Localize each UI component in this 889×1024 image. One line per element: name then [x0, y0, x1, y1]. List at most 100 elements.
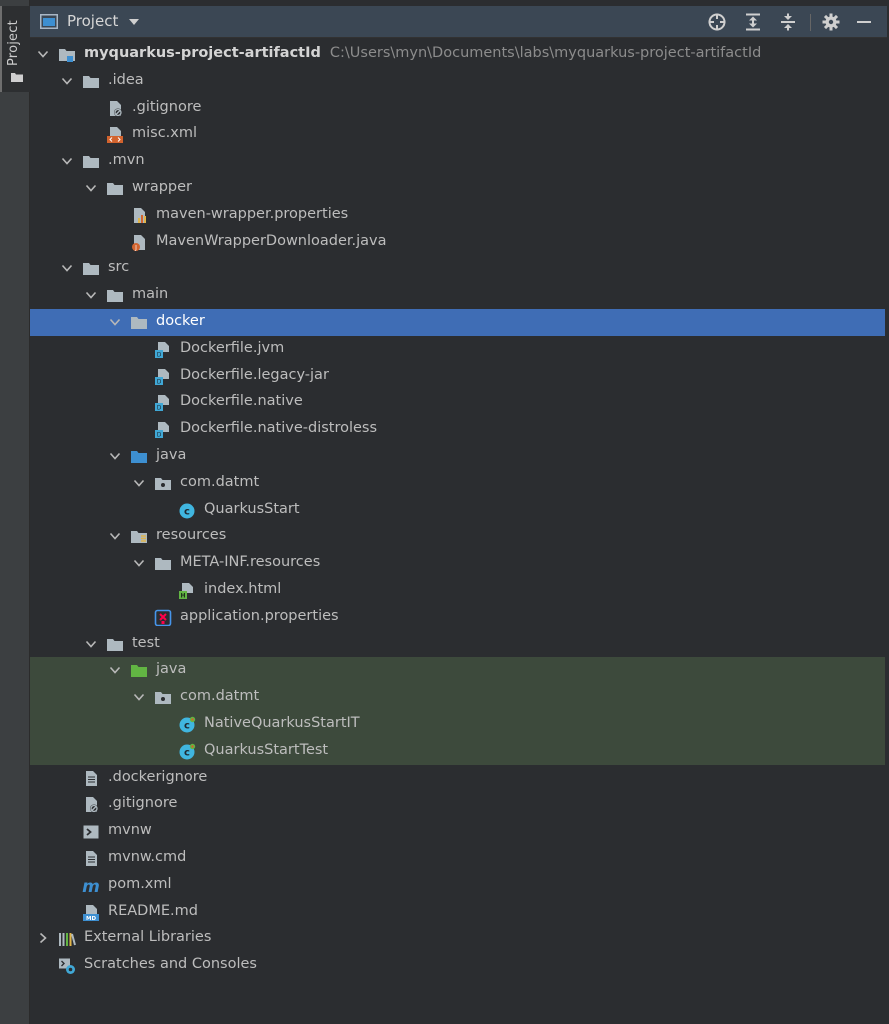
chevron-down-icon[interactable]	[128, 18, 140, 26]
tree-node-label: .gitignore	[132, 99, 201, 115]
tree-node[interactable]: mvnw	[30, 818, 885, 845]
select-opened-file-button[interactable]	[706, 11, 728, 33]
tree-node[interactable]: MD README.md	[30, 899, 885, 926]
test-folder-icon	[131, 665, 147, 678]
tree-node[interactable]: wrapper	[30, 175, 885, 202]
tree-node[interactable]: maven-wrapper.properties	[30, 202, 885, 229]
chevron-down-icon[interactable]	[61, 155, 73, 167]
folder-icon	[107, 290, 123, 303]
tree-node-name: Scratches and Consoles	[84, 956, 257, 973]
tree-node[interactable]: .gitignore	[30, 95, 885, 122]
tree-node[interactable]: java	[30, 443, 885, 470]
project-view-selector[interactable]: Project	[67, 12, 119, 30]
chevron-down-icon[interactable]	[133, 557, 145, 569]
tree-node-name: test	[132, 634, 160, 651]
chevron-down-icon[interactable]	[109, 530, 121, 542]
tree-node-label: resources	[156, 527, 226, 543]
tree-node-name: Dockerfile.native	[180, 393, 303, 410]
chevron-down-icon[interactable]	[85, 182, 97, 194]
svg-text:H: H	[180, 593, 185, 600]
tree-node-label: .dockerignore	[108, 769, 207, 785]
tree-node[interactable]: application.properties	[30, 604, 885, 631]
tree-node-label: src	[108, 259, 129, 275]
chevron-down-icon[interactable]	[133, 477, 145, 489]
tree-node-name: .dockerignore	[108, 768, 208, 785]
tree-node-label: main	[132, 286, 168, 302]
tree-node[interactable]: External Libraries	[30, 925, 885, 952]
tree-node-name: src	[108, 259, 130, 276]
tree-node[interactable]: .idea	[30, 68, 885, 95]
chevron-right-icon[interactable]	[37, 932, 49, 944]
collapse-all-icon	[781, 13, 795, 31]
expand-all-button[interactable]	[742, 11, 764, 33]
hide-panel-button[interactable]	[853, 11, 875, 33]
chevron-down-icon[interactable]	[37, 48, 49, 60]
chevron-down-icon[interactable]	[133, 691, 145, 703]
tree-node-label: application.properties	[180, 608, 339, 624]
tree-node[interactable]: Scratches and Consoles	[30, 952, 885, 979]
folder-icon	[83, 156, 99, 169]
tree-node-label: README.md	[108, 903, 198, 919]
tree-node[interactable]: misc.xml	[30, 121, 885, 148]
chevron-down-icon[interactable]	[109, 316, 121, 328]
tree-node[interactable]: mvnw.cmd	[30, 845, 885, 872]
tree-node[interactable]: java	[30, 657, 885, 685]
ignore-file-icon	[110, 100, 122, 117]
svg-text:D: D	[157, 405, 162, 412]
tree-node[interactable]: docker	[30, 309, 885, 336]
tree-node-label: Scratches and Consoles	[84, 956, 257, 972]
tree-node-label: misc.xml	[132, 125, 197, 141]
markdown-icon: MD	[83, 904, 99, 921]
collapse-all-button[interactable]	[777, 11, 799, 33]
tree-node[interactable]: resources	[30, 523, 885, 550]
locate-icon	[708, 13, 726, 31]
tree-node[interactable]: src	[30, 255, 885, 282]
tree-node[interactable]: META-INF.resources	[30, 550, 885, 577]
tree-node[interactable]: D Dockerfile.native	[30, 389, 885, 416]
chevron-down-icon[interactable]	[109, 450, 121, 462]
chevron-down-icon[interactable]	[85, 289, 97, 301]
tree-node[interactable]: .mvn	[30, 148, 885, 175]
chevron-down-icon[interactable]	[61, 262, 73, 274]
project-tool-window-tab[interactable]: Project	[0, 6, 30, 92]
svg-text:MD: MD	[86, 916, 96, 921]
tree-node-label: External Libraries	[84, 929, 211, 945]
tree-node[interactable]: main	[30, 282, 885, 309]
tree-node-label: META-INF.resources	[180, 554, 320, 570]
tree-node-label: Dockerfile.legacy-jar	[180, 367, 329, 383]
tree-node-name: .gitignore	[108, 795, 178, 812]
tree-node-name: README.md	[108, 902, 198, 919]
tree-node[interactable]: .gitignore	[30, 791, 885, 818]
tree-node[interactable]: .dockerignore	[30, 765, 885, 792]
test-class-icon: c	[179, 743, 196, 760]
svg-text:c: c	[184, 506, 190, 517]
tree-node[interactable]: c QuarkusStartTest	[30, 737, 885, 765]
tree-node-label: mvnw	[108, 822, 152, 838]
chevron-down-icon[interactable]	[61, 75, 73, 87]
tree-node[interactable]: test	[30, 631, 885, 658]
chevron-down-icon[interactable]	[109, 664, 121, 676]
chevron-down-icon[interactable]	[85, 638, 97, 650]
tree-node[interactable]: D Dockerfile.legacy-jar	[30, 363, 885, 390]
tree-node-name: QuarkusStartTest	[204, 741, 329, 758]
options-button[interactable]	[820, 11, 842, 33]
tree-node-name: java	[156, 661, 187, 678]
tree-node-name: main	[132, 286, 169, 303]
tree-node-label: com.datmt	[180, 474, 259, 490]
folder-icon	[11, 73, 23, 82]
folder-icon	[131, 317, 147, 329]
quarkus-properties-icon	[154, 609, 172, 626]
tree-node[interactable]: com.datmt	[30, 470, 885, 497]
tree-node[interactable]: com.datmt	[30, 684, 885, 712]
tree-node-label: Dockerfile.native	[180, 393, 303, 409]
svg-text:D: D	[157, 378, 162, 385]
